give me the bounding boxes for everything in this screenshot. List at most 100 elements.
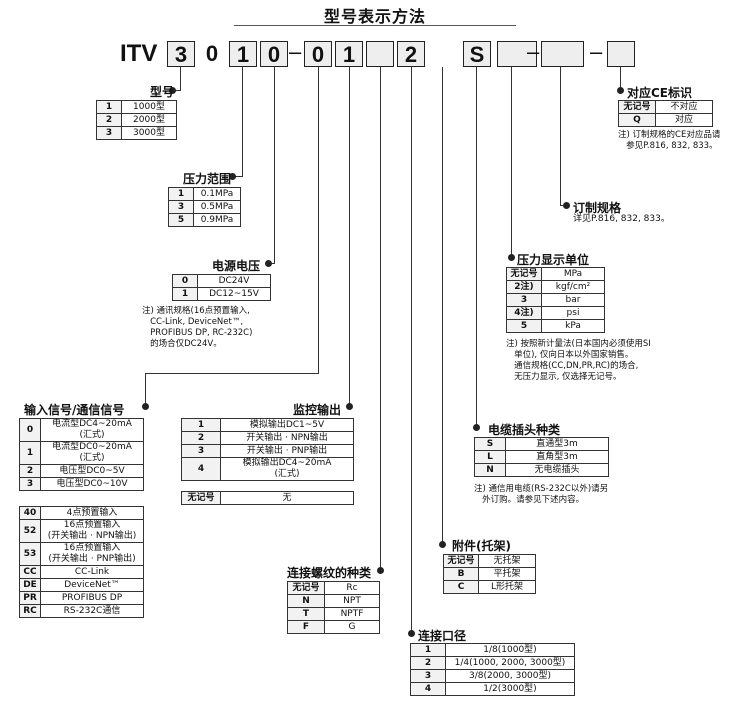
title-underline	[234, 25, 516, 26]
option-code: CC	[19, 565, 41, 579]
table-row: 2注)kgf/cm²	[506, 280, 605, 294]
option-code: 2	[410, 656, 446, 670]
leader-line	[511, 67, 512, 257]
option-code: 1	[168, 187, 194, 201]
option-desc: bar	[541, 293, 605, 307]
code-char-6: 1	[335, 41, 363, 67]
dash-1: –	[289, 39, 302, 64]
option-desc: 电流型DC4~20mA (汇式)	[40, 418, 144, 442]
leader-dot	[473, 424, 480, 431]
option-code: DE	[19, 578, 41, 592]
leader-line	[172, 90, 181, 91]
option-desc: 3/8(2000, 3000型)	[445, 669, 575, 683]
option-desc: PROFIBUS DP	[40, 591, 144, 605]
leader-dot	[617, 87, 624, 94]
monitor-title: 监控输出	[293, 403, 342, 417]
option-code: 0	[172, 274, 198, 288]
option-code: 4	[181, 457, 221, 481]
option-desc: L形托架	[478, 580, 536, 594]
option-code: 5	[168, 213, 194, 227]
dash-2: –	[527, 39, 540, 64]
option-code: 1	[181, 418, 221, 432]
option-desc: 模拟输出DC4~20mA (汇式)	[220, 457, 354, 481]
option-desc: NPTF	[324, 607, 380, 621]
leader-line	[560, 67, 561, 206]
option-desc: 不对应	[655, 100, 713, 114]
option-code: Q	[618, 113, 656, 127]
option-desc: RS-232C通信	[40, 604, 144, 618]
option-desc: 1/4(1000, 2000, 3000型)	[445, 656, 575, 670]
option-code: 1	[96, 100, 122, 114]
leader-line	[380, 67, 381, 570]
port-title: 连接口径	[418, 629, 467, 643]
option-desc: 2000型	[121, 113, 177, 127]
leader-dot	[346, 403, 353, 410]
bracket-title: 附件(托架)	[452, 539, 511, 553]
option-code: 53	[19, 542, 41, 566]
code-char-10	[497, 41, 537, 67]
cable-note: 注) 通信用电缆(RS-232C以外)请另 外订购。请参见下述内容。	[474, 484, 609, 505]
option-code: L	[474, 450, 506, 464]
cable-title: 电缆插头种类	[488, 423, 561, 437]
table-row: 无记号无托架	[443, 554, 536, 568]
option-desc: 0.9MPa	[193, 213, 241, 227]
code-char-9: S	[463, 41, 491, 67]
option-code: 无记号	[181, 491, 221, 505]
option-code: 2	[96, 113, 122, 127]
option-code: PR	[19, 591, 41, 605]
table-row: 无记号无	[181, 491, 354, 505]
option-desc: 3000型	[121, 126, 177, 140]
option-code: S	[474, 437, 506, 451]
dash-3: –	[590, 39, 603, 64]
code-char-5: 0	[304, 41, 332, 67]
pressure-title: 压力范围	[183, 172, 232, 186]
option-desc: 直通型3m	[505, 437, 609, 451]
display-unit-note: 注) 按照新计量法(日本国内必须使用SI 单位), 仅向日本以外国家销售。 通信…	[506, 339, 651, 382]
leader-line	[232, 176, 243, 177]
code-char-3: 1	[229, 41, 257, 67]
option-desc: kgf/cm²	[541, 280, 605, 294]
leader-line	[242, 67, 243, 177]
option-code: 3	[410, 669, 446, 683]
leader-dot	[439, 541, 446, 548]
thread-title: 连接螺纹的种类	[287, 566, 372, 580]
input-signal-title: 输入信号/通信信号	[24, 403, 125, 417]
option-code: 1	[410, 643, 446, 657]
option-code: 2	[19, 464, 41, 478]
option-desc: 平托架	[478, 567, 536, 581]
option-desc: 1/2(3000型)	[445, 682, 575, 696]
option-desc: 4点预置输入	[40, 506, 144, 520]
code-char-4: 0	[260, 41, 288, 67]
option-desc: 开关输出 · PNP输出	[220, 444, 354, 458]
ce-title: 对应CE标识	[627, 86, 693, 100]
option-desc: psi	[541, 306, 605, 320]
